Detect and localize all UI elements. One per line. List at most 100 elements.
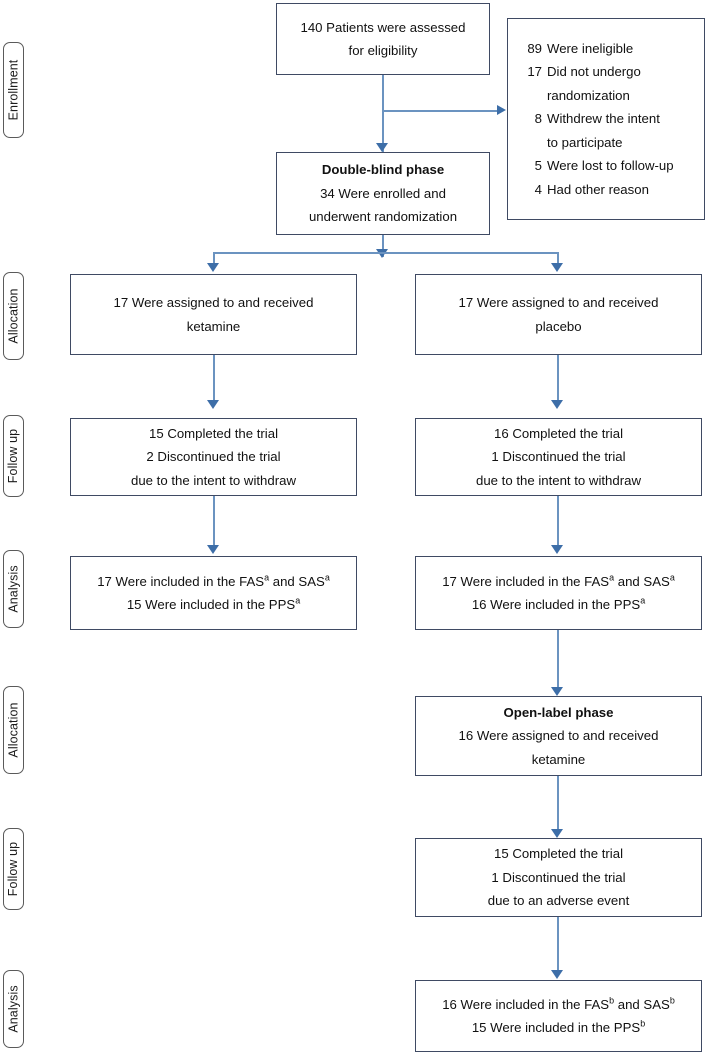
footnote-marker: a — [609, 572, 615, 583]
box-followup-open-label: 15 Completed the trial 1 Discontinued th… — [415, 838, 702, 917]
stage-label-text: Allocation — [6, 288, 21, 344]
box-followup-placebo: 16 Completed the trial 1 Discontinued th… — [415, 418, 702, 496]
arrow-to-excluded — [497, 105, 506, 115]
arrow-to-followup-placebo — [551, 400, 563, 409]
stage-label-text: Analysis — [6, 565, 21, 613]
excluded-item: 5 Were lost to follow-up — [522, 154, 696, 178]
stage-label-analysis-2: Analysis — [3, 970, 24, 1048]
connector-randomization-trunk — [382, 235, 384, 257]
arrow-to-alloc-ketamine — [207, 263, 219, 272]
footnote-marker: a — [669, 572, 675, 583]
box-open-label-phase: Open-label phase 16 Were assigned to and… — [415, 696, 702, 776]
box-assessed-for-eligibility: 140 Patients were assessed for eligibili… — [276, 3, 490, 75]
box-line: 2 Discontinued the trial — [146, 449, 281, 465]
analysis-text: 16 Were included in the FAS — [442, 996, 610, 1012]
connector-followup-to-analysis-open — [557, 917, 559, 975]
box-line: placebo — [535, 318, 582, 334]
stage-label-text: Enrollment — [6, 59, 21, 121]
excluded-item: 89 Were ineligible — [522, 37, 696, 61]
box-line: 17 Were included in the FASa and SASa — [442, 570, 675, 594]
connector-alloc-to-followup-placebo — [557, 355, 559, 405]
stage-label-followup-1: Follow up — [3, 415, 24, 497]
arrow-to-followup-ketamine — [207, 400, 219, 409]
analysis-text: 17 Were included in the FAS — [97, 573, 265, 589]
analysis-text: and SAS — [269, 573, 325, 589]
box-line: 15 Were included in the PPSa — [127, 593, 300, 617]
connector-analysis-to-openlabel — [557, 630, 559, 692]
excluded-count: 5 — [534, 158, 542, 174]
excluded-count: 17 — [527, 64, 542, 80]
excluded-count: 89 — [527, 40, 542, 56]
box-line: 15 Were included in the PPSb — [472, 1016, 645, 1040]
arrow-to-analysis-ketamine — [207, 545, 219, 554]
footnote-marker: a — [324, 572, 330, 583]
stage-label-text: Allocation — [6, 702, 21, 758]
box-double-blind-phase: Double-blind phase 34 Were enrolled and … — [276, 152, 490, 235]
box-followup-ketamine: 15 Completed the trial 2 Discontinued th… — [70, 418, 357, 496]
box-allocation-placebo: 17 Were assigned to and received placebo — [415, 274, 702, 355]
analysis-text: and SAS — [614, 996, 670, 1012]
analysis-text: 15 Were included in the PPS — [126, 597, 296, 612]
excluded-reason-cont: to participate — [547, 134, 623, 150]
arrow-to-followup-open — [551, 829, 563, 838]
analysis-text: 17 Were included in the FAS — [442, 573, 610, 589]
box-line: 1 Discontinued the trial — [491, 449, 626, 465]
stage-label-analysis-1: Analysis — [3, 550, 24, 628]
box-line: due to the intent to withdraw — [476, 472, 641, 488]
box-analysis-placebo: 17 Were included in the FASa and SASa 16… — [415, 556, 702, 630]
box-line: ketamine — [186, 318, 241, 334]
box-line: 34 Were enrolled and — [320, 185, 446, 201]
arrow-to-double-blind — [376, 143, 388, 152]
box-line: 1 Discontinued the trial — [491, 869, 626, 885]
box-line: for eligibility — [348, 43, 418, 58]
connector-to-excluded — [382, 110, 497, 112]
excluded-reason: Did not undergo — [547, 64, 641, 80]
footnote-marker: b — [640, 1018, 646, 1029]
arrow-to-openlabel — [551, 687, 563, 696]
footnote-marker: a — [295, 595, 301, 606]
excluded-reason: Were ineligible — [547, 40, 634, 56]
connector-split-left — [213, 252, 215, 266]
box-line: 140 Patients were assessed — [300, 19, 466, 35]
footnote-marker: b — [609, 995, 615, 1006]
arrow-to-analysis-open — [551, 970, 563, 979]
box-analysis-open-label: 16 Were included in the FASb and SASb 15… — [415, 980, 702, 1052]
stage-label-text: Analysis — [6, 985, 21, 1033]
excluded-count: 4 — [534, 181, 542, 197]
excluded-item: 4 Had other reason — [522, 178, 696, 202]
connector-split-right — [557, 252, 559, 266]
connector-openlabel-to-followup — [557, 776, 559, 834]
excluded-reason: Had other reason — [547, 181, 649, 197]
box-allocation-ketamine: 17 Were assigned to and received ketamin… — [70, 274, 357, 355]
footnote-marker: a — [264, 572, 270, 583]
excluded-reason: Withdrew the intent — [547, 111, 660, 127]
connector-assessed-to-randomization — [382, 75, 384, 153]
box-analysis-ketamine: 17 Were included in the FASa and SASa 15… — [70, 556, 357, 630]
box-line: underwent randomization — [308, 209, 458, 225]
box-heading: Double-blind phase — [321, 162, 445, 178]
box-line: 16 Were included in the PPSa — [472, 593, 645, 617]
box-line: 15 Completed the trial — [493, 846, 624, 862]
analysis-text: 15 Were included in the PPS — [471, 1020, 641, 1035]
stage-label-enrollment: Enrollment — [3, 42, 24, 138]
stage-label-allocation-2: Allocation — [3, 686, 24, 774]
connector-alloc-to-followup-ketamine — [213, 355, 215, 405]
footnote-marker: b — [669, 995, 675, 1006]
stage-label-followup-2: Follow up — [3, 828, 24, 910]
box-line: 16 Completed the trial — [493, 425, 624, 441]
excluded-reason: Were lost to follow-up — [547, 158, 674, 174]
box-line: 17 Were assigned to and received — [113, 295, 314, 310]
box-line: 15 Completed the trial — [148, 425, 279, 441]
connector-followup-to-analysis-ketamine — [213, 496, 215, 548]
box-line: 17 Were included in the FASa and SASa — [97, 570, 330, 594]
box-heading: Open-label phase — [503, 704, 614, 720]
box-line: ketamine — [531, 751, 586, 767]
box-line: due to an adverse event — [487, 893, 630, 909]
analysis-text: and SAS — [614, 573, 670, 589]
box-line: due to the intent to withdraw — [131, 472, 296, 488]
analysis-text: 16 Were included in the PPS — [471, 597, 641, 612]
box-line: 16 Were included in the FASb and SASb — [442, 993, 675, 1017]
